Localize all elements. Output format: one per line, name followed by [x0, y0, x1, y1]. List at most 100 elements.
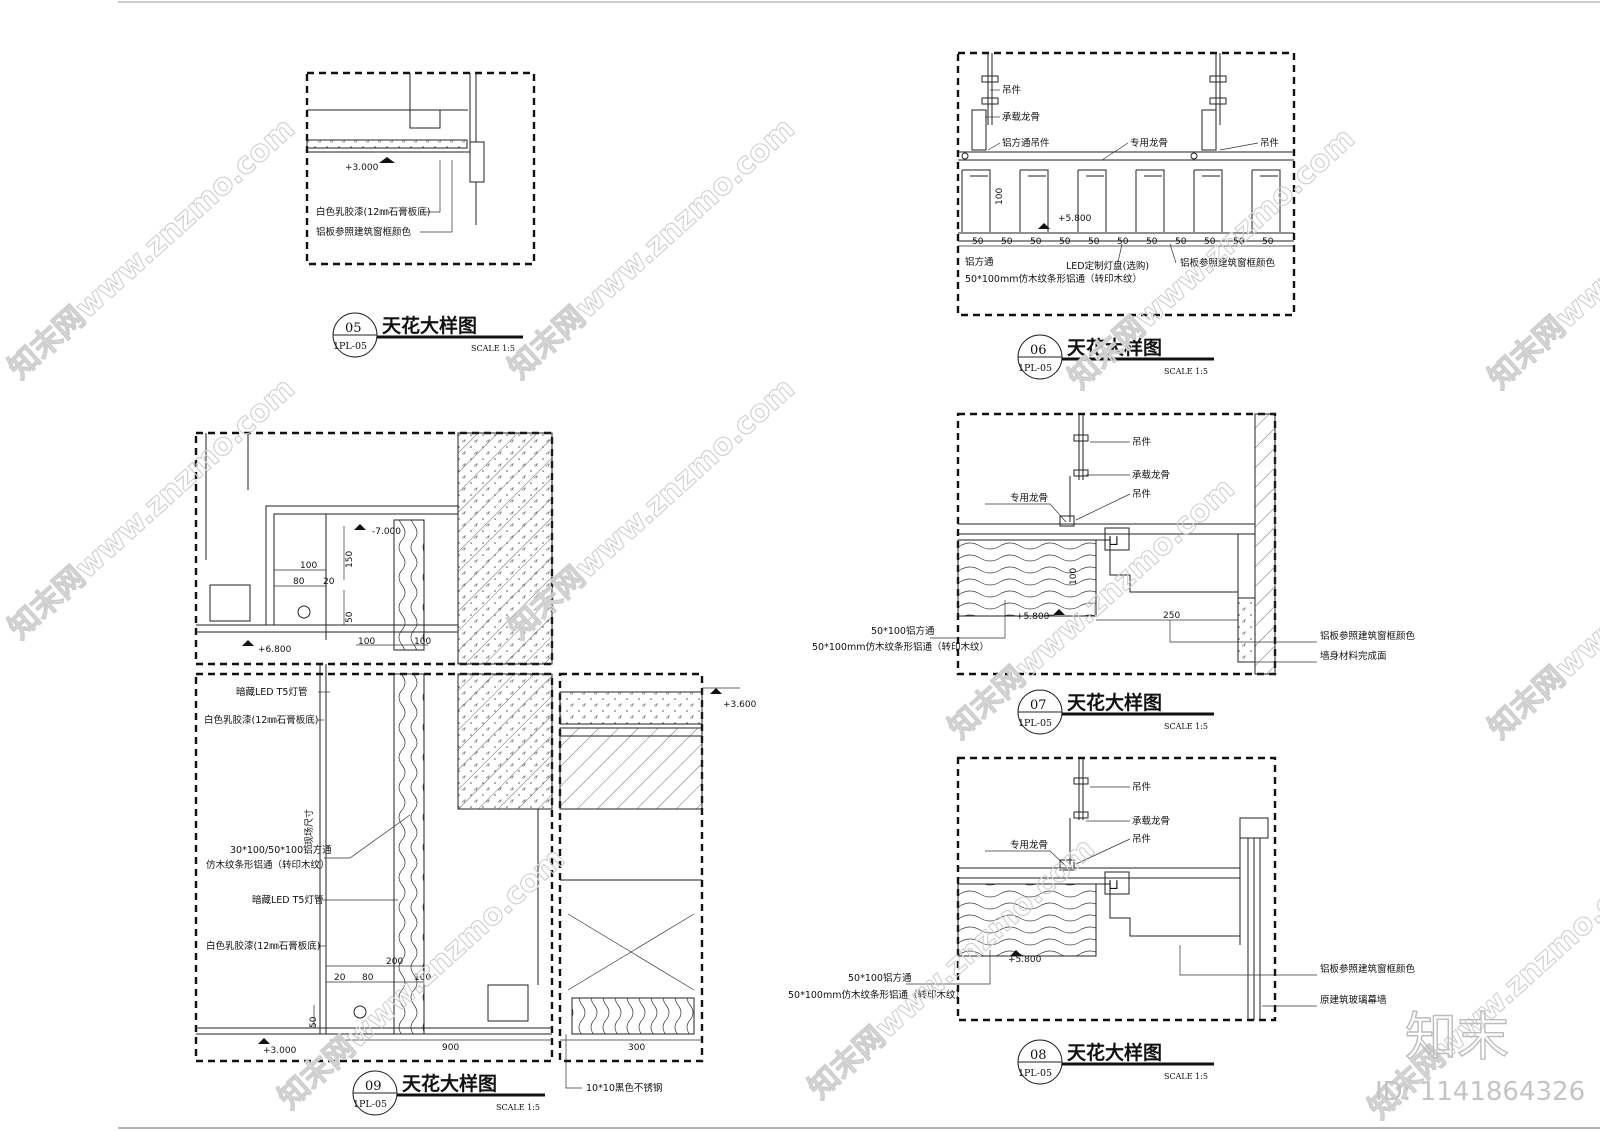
callout-label: 50*100mm仿木纹条形铝通（转印木纹） — [965, 273, 1142, 285]
elevation-label: +3.000 — [263, 1046, 297, 1056]
callout-label: 吊件 — [1132, 436, 1152, 448]
dimension-label: 50 — [972, 237, 984, 247]
note: 白色乳胶漆(12㎜石膏板底) — [204, 714, 319, 726]
watermark-text: 知末网www.znzmo.com — [2, 371, 302, 646]
elevation-label: +3.600 — [723, 700, 757, 710]
sheet-ref: 1PL-05 — [333, 341, 367, 352]
elevation-label: +3.000 — [345, 163, 379, 173]
dimension-label: 50 — [1175, 237, 1187, 247]
scale-label: SCALE 1:5 — [1164, 1072, 1208, 1081]
detail-number: 07 — [1030, 698, 1047, 713]
callout-label: 墙身材料完成面 — [1320, 650, 1387, 662]
detail-title: 天花大样图 — [1067, 336, 1162, 359]
callout-label: 吊件 — [1132, 488, 1152, 500]
dimension-label: 100 — [300, 561, 317, 571]
dimension-label: 50 — [1001, 237, 1013, 247]
note: 暗藏LED T5灯管 — [252, 894, 323, 906]
watermark-text: 知末网www.znzmo.com — [1482, 471, 1600, 746]
watermark-text: 知末网www.znzmo.com — [802, 831, 1102, 1106]
callout-label: 铝板参照建筑窗框颜色 — [1180, 257, 1276, 269]
dimension-label: 20 — [334, 973, 346, 983]
watermark-text: 知末网www.znzmo.com — [502, 111, 802, 386]
dimension-label: 100 — [414, 637, 431, 647]
aluminum-tube — [1251, 169, 1281, 232]
dimension-label: 100 — [995, 188, 1005, 205]
dimension-label: 80 — [293, 577, 305, 587]
callout-label: 承载龙骨 — [1002, 111, 1040, 123]
dimension-label: 50 — [1059, 237, 1071, 247]
note: 铝板参照建筑窗框颜色 — [316, 226, 412, 238]
aluminum-tube — [1019, 169, 1049, 232]
note: 仿木纹条形铝通（转印木纹） — [206, 859, 330, 871]
dimension-label: 50 — [1088, 237, 1100, 247]
callout-label: LED定制灯盘(选购) — [1066, 260, 1149, 272]
dimension-label: 200 — [386, 957, 403, 967]
callout-label: 专用龙骨 — [1010, 839, 1048, 851]
detail-09: 100 80 20 150 50 100 100 -7.000 +6.800 +… — [194, 431, 757, 1116]
detail-07: ⊔ +5.800 100 250 吊件 承载龙骨 吊件 专用龙骨 50*100铝… — [812, 412, 1416, 735]
detail-number: 09 — [365, 1079, 382, 1094]
aluminum-tube — [961, 169, 991, 232]
elevation-label: +5.800 — [1058, 214, 1092, 224]
watermark-text: 知末网www.znzmo.com — [1062, 121, 1362, 396]
dimension-label: 50 — [1233, 237, 1245, 247]
dimension-label: 250 — [1163, 611, 1180, 621]
callout-label: 铝板参照建筑窗框颜色 — [1320, 963, 1416, 975]
callout-label: 吊件 — [1002, 84, 1022, 96]
detail-title: 天花大样图 — [1067, 1041, 1162, 1064]
dimension-label: 现场尺寸 — [303, 809, 315, 845]
callout-label: 50*100mm仿木纹条形铝通（转印木纹） — [812, 641, 989, 653]
detail-number: 08 — [1030, 1048, 1047, 1063]
callout-label: 50*100mm仿木纹条形铝通（转印木纹） — [788, 989, 965, 1001]
elevation-label: +6.800 — [258, 645, 292, 655]
aluminum-tube — [1077, 169, 1107, 232]
dimension-label: 300 — [628, 1043, 645, 1053]
scale-label: SCALE 1:5 — [471, 344, 515, 353]
watermark-logo: 知末 — [1405, 1008, 1509, 1068]
dimension-label: 80 — [362, 973, 374, 983]
dimension-label: 100 — [414, 973, 431, 983]
dimension-label: 900 — [442, 1043, 459, 1053]
sheet-ref: 1PL-05 — [1018, 363, 1052, 374]
led-symbol: ⊔ — [1108, 533, 1119, 549]
elevation-label: +5.800 — [1008, 955, 1042, 965]
dimension-label: 50 — [345, 611, 355, 623]
detail-number: 06 — [1030, 343, 1047, 358]
callout-label: 铝方通吊件 — [1002, 137, 1050, 149]
note: 暗藏LED T5灯管 — [236, 686, 307, 698]
scale-label: SCALE 1:5 — [1164, 367, 1208, 376]
detail-title: 天花大样图 — [1067, 691, 1162, 714]
note: 30*100/50*100铝方通 — [230, 844, 332, 856]
elevation-label: -7.000 — [372, 527, 401, 537]
detail-number: 05 — [345, 321, 362, 336]
scale-label: SCALE 1:5 — [496, 1103, 540, 1112]
callout-label: 铝方通 — [965, 256, 994, 268]
watermark-text: 知末网www.znzmo.com — [1482, 121, 1600, 396]
dimension-label: 20 — [323, 577, 335, 587]
callout-label: 吊件 — [1260, 137, 1280, 149]
dimension-label: 100 — [358, 637, 375, 647]
sheet-ref: 1PL-05 — [1018, 718, 1052, 729]
sheet-ref: 1PL-05 — [1018, 1068, 1052, 1079]
callout-label: 吊件 — [1132, 781, 1152, 793]
detail-05: +3.000 白色乳胶漆(12㎜石膏板底) 铝板参照建筑窗框颜色 05 1PL-… — [305, 71, 536, 358]
callout-label: 专用龙骨 — [1010, 492, 1048, 504]
aluminum-tube — [1193, 169, 1223, 232]
note: 白色乳胶漆(12㎜石膏板底) — [206, 940, 321, 952]
elevation-label: +5.800 — [1016, 612, 1050, 622]
watermark-text: 知末网www.znzmo.com — [2, 111, 302, 386]
callout-label: 承载龙骨 — [1132, 469, 1170, 481]
dimension-label: 50 — [1030, 237, 1042, 247]
callout-label: 50*100铝方通 — [871, 625, 935, 637]
dimension-label: 150 — [345, 551, 355, 568]
dimension-label: 50 — [1262, 237, 1274, 247]
callout-label: 原建筑玻璃幕墙 — [1320, 994, 1387, 1006]
callout-label: 铝板参照建筑窗框颜色 — [1320, 630, 1416, 642]
aluminum-tube — [1135, 169, 1165, 232]
callout-label: 50*100铝方通 — [848, 972, 912, 984]
detail-title: 天花大样图 — [402, 1072, 497, 1095]
watermark-id: ID: 1141864326 — [1375, 1077, 1585, 1107]
